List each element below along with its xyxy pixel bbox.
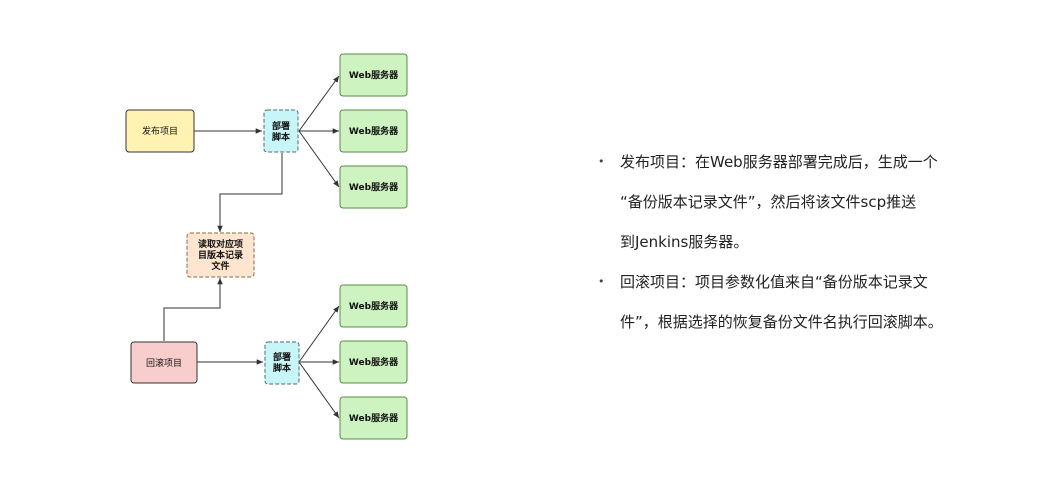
read-record-line-3: 文件 — [210, 260, 229, 272]
web-server-node-5: Web服务器 — [339, 340, 408, 384]
publish-project-label: 发布项目 — [142, 125, 178, 137]
web-server-node-3: Web服务器 — [339, 165, 408, 209]
web-server-label: Web服务器 — [349, 356, 399, 368]
note-publish: • 发布项目：在Web服务器部署完成后，生成一个 “备份版本记录文件”，然后将该… — [598, 142, 1018, 262]
edge-rollback-to-record — [163, 278, 223, 341]
note-publish-line-2: “备份版本记录文件”，然后将该文件scp推送 — [620, 193, 917, 211]
edge-script-to-server-6 — [298, 361, 340, 419]
deploy-script-top-node: 部署 脚本 — [263, 109, 299, 153]
web-server-label: Web服务器 — [349, 412, 399, 424]
web-server-label: Web服务器 — [349, 300, 399, 312]
edge-script-to-record — [217, 153, 283, 232]
rollback-project-label: 回滚项目 — [146, 357, 182, 369]
edge-script-to-server-1 — [298, 75, 340, 132]
web-server-node-1: Web服务器 — [339, 53, 408, 97]
read-record-line-2: 目版本记录 — [198, 249, 243, 261]
edge-script-to-server-3 — [298, 130, 340, 188]
publish-project-node: 发布项目 — [125, 109, 195, 153]
edge-script-to-server-4 — [298, 305, 340, 363]
deploy-script-top-line-2: 脚本 — [272, 131, 291, 143]
deploy-script-bottom-line-2: 脚本 — [273, 362, 292, 374]
web-server-node-2: Web服务器 — [339, 109, 408, 153]
web-server-node-6: Web服务器 — [339, 396, 408, 440]
web-server-node-4: Web服务器 — [339, 284, 408, 328]
web-server-label: Web服务器 — [349, 181, 399, 193]
note-publish-line-3: 到Jenkins服务器。 — [620, 233, 749, 251]
edges-top — [194, 75, 340, 232]
bullet-dot-icon: • — [598, 155, 605, 168]
rollback-project-node: 回滚项目 — [130, 341, 198, 384]
notes-list: • 发布项目：在Web服务器部署完成后，生成一个 “备份版本记录文件”，然后将该… — [598, 142, 1018, 342]
deploy-rollback-diagram: 发布项目 部署 脚本 Web服务器 Web服务器 Web服务器 读取对应项 目版… — [125, 53, 408, 440]
read-record-node: 读取对应项 目版本记录 文件 — [186, 232, 255, 278]
bullet-dot-icon: • — [598, 275, 605, 288]
note-rollback-line-1: 回滚项目：项目参数化值来自“备份版本记录文 — [620, 273, 928, 291]
web-server-label: Web服务器 — [349, 69, 399, 81]
deploy-script-bottom-line-1: 部署 — [273, 351, 291, 363]
deploy-script-top-line-1: 部署 — [272, 120, 290, 132]
deploy-script-bottom-node: 部署 脚本 — [264, 341, 300, 385]
note-rollback-line-2: 件”，根据选择的恢复备份文件名执行回滚脚本。 — [620, 313, 943, 331]
edges-bottom — [163, 278, 340, 419]
note-publish-line-1: 发布项目：在Web服务器部署完成后，生成一个 — [620, 153, 938, 171]
read-record-line-1: 读取对应项 — [198, 238, 243, 250]
note-rollback: • 回滚项目：项目参数化值来自“备份版本记录文 件”，根据选择的恢复备份文件名执… — [598, 262, 1018, 342]
web-server-label: Web服务器 — [349, 125, 399, 137]
